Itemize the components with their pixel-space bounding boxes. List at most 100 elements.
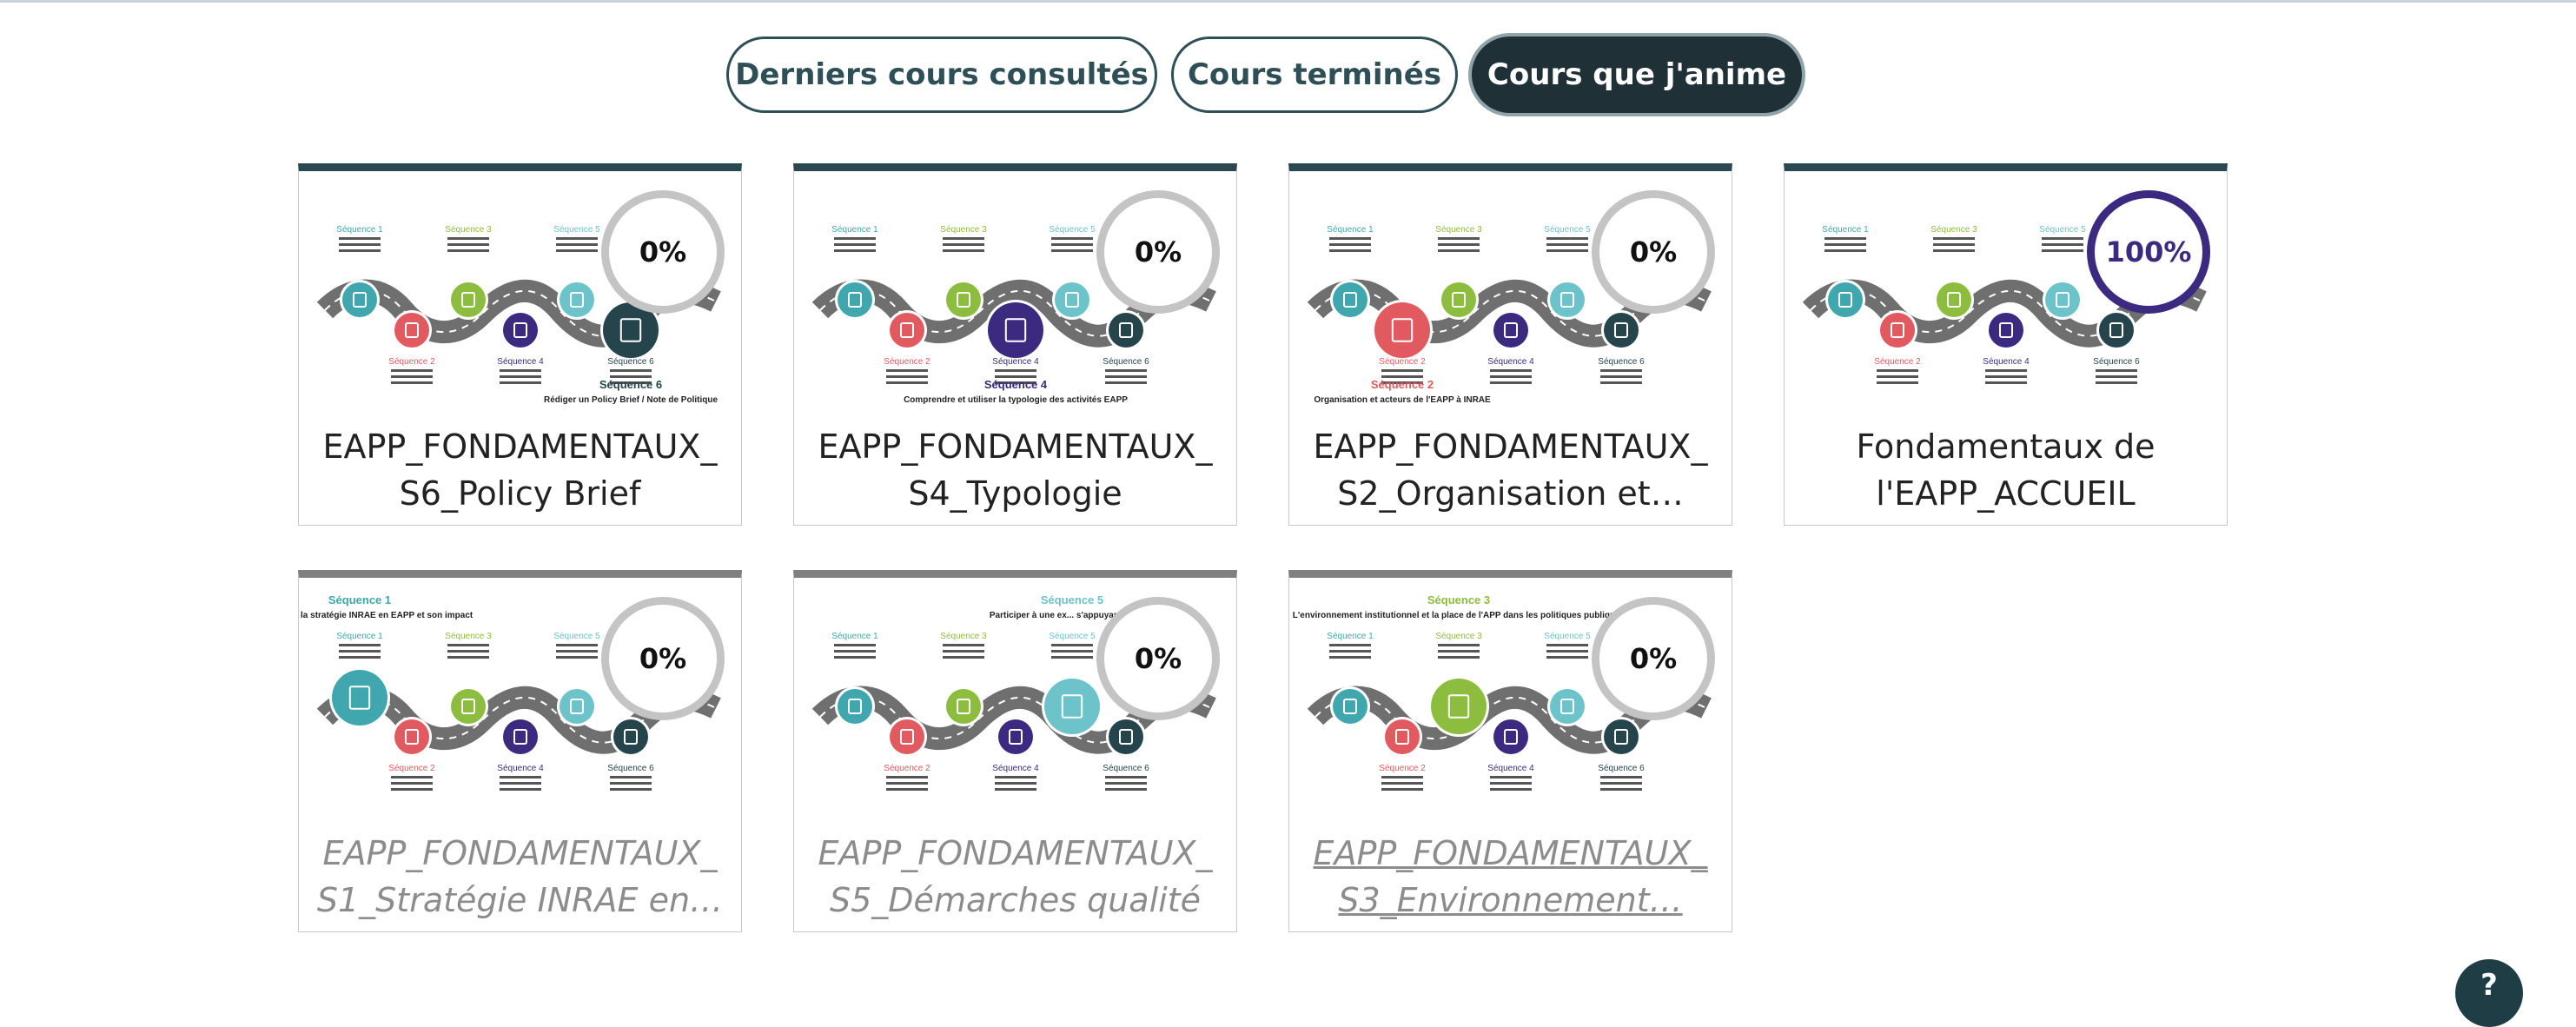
sequence-node — [1880, 313, 1915, 348]
sequence-node — [1374, 302, 1430, 358]
sequence-label: Séquence 6 — [1103, 357, 1149, 367]
sequence-desc-line — [447, 249, 489, 252]
sequence-node — [1109, 719, 1143, 754]
sequence-icon — [1395, 729, 1409, 745]
sequence-label: Séquence 4 — [497, 764, 544, 773]
sequence-desc-line — [391, 782, 433, 785]
sequence-desc-line — [1490, 375, 1532, 378]
sequence-node — [988, 302, 1043, 358]
sequence-icon — [2109, 322, 2123, 338]
sequence-desc-line — [995, 369, 1036, 372]
sequence-desc-line — [1051, 644, 1093, 646]
sequence-desc-line — [1546, 237, 1588, 240]
course-title[interactable]: EAPP_FONDAMENTAUX_ S6_Policy Brief — [316, 423, 724, 520]
sequence-icon — [1009, 729, 1023, 745]
sequence-node — [838, 282, 872, 317]
sequence-desc-line — [339, 650, 381, 653]
sequence-desc-line — [447, 237, 489, 240]
sequence-node — [603, 302, 659, 358]
sequence-node — [1055, 282, 1089, 317]
sequence-desc-line — [1546, 656, 1588, 659]
sequence-desc-line — [1600, 381, 1642, 384]
sequence-desc-line — [1381, 788, 1423, 791]
sequence-label: Séquence 6 — [1103, 764, 1149, 773]
sequence-icon — [1838, 292, 1852, 308]
sequence-desc-line — [943, 249, 984, 252]
sequence-icon — [900, 322, 914, 338]
sequence-desc-line — [339, 243, 381, 246]
course-title[interactable]: EAPP_FONDAMENTAUX_ S1_Stratégie INRAE en… — [316, 830, 724, 927]
course-title-line2: S3_Environnement… — [1338, 881, 1683, 919]
sequence-desc-line — [1381, 782, 1423, 785]
sequence-desc-line — [1985, 369, 2027, 372]
sequence-label: Séquence 6 — [2093, 357, 2140, 367]
sequence-label: Séquence 3 — [445, 225, 492, 235]
sequence-desc-line — [556, 243, 598, 246]
sequence-desc-line — [610, 369, 652, 372]
sequence-desc-line — [1329, 237, 1371, 240]
sequence-icon — [348, 686, 371, 710]
sequence-desc-line — [1438, 650, 1480, 653]
sequence-desc-line — [1051, 650, 1093, 653]
sequence-icon — [1452, 292, 1466, 308]
sequence-desc-line — [1438, 249, 1480, 252]
sequence-node — [451, 689, 486, 724]
sequence-label: Séquence 6 — [1598, 357, 1645, 367]
course-title-line2: S6_Policy Brief — [399, 474, 641, 513]
course-title[interactable]: EAPP_FONDAMENTAUX_ S3_Environnement… — [1307, 830, 1714, 927]
sequence-label: Séquence 4 — [1487, 764, 1534, 773]
sequence-desc-line — [1933, 243, 1975, 246]
sequence-icon — [1343, 699, 1357, 714]
sequence-desc-line — [1933, 249, 1975, 252]
sequence-label: Séquence 3 — [940, 225, 987, 235]
sequence-desc-line — [943, 243, 984, 246]
course-title[interactable]: EAPP_FONDAMENTAUX_ S5_Démarches qualité — [811, 830, 1219, 927]
sequence-desc-line — [834, 644, 876, 646]
sequence-desc-line — [1438, 656, 1480, 659]
sequence-label: Séquence 3 — [1930, 225, 1977, 235]
sequence-desc-line — [1381, 369, 1423, 372]
sequence-desc-line — [1877, 381, 1918, 384]
sequence-desc-line — [610, 782, 652, 785]
sequence-desc-line — [556, 650, 598, 653]
sequence-desc-line — [1824, 243, 1866, 246]
sequence-desc-line — [834, 243, 876, 246]
course-title[interactable]: Fondamentaux de l'EAPP_ACCUEIL — [1802, 423, 2209, 520]
sequence-icon — [570, 292, 584, 308]
sequence-desc-line — [2042, 249, 2083, 252]
sequence-desc-line — [1329, 249, 1371, 252]
sequence-desc-line — [610, 381, 652, 384]
sequence-desc-line — [1877, 369, 1918, 372]
sequence-node — [2045, 282, 2080, 317]
help-button[interactable]: ? — [2455, 959, 2523, 1027]
progress-circle: 0% — [601, 597, 725, 720]
road-lane-mark — [1810, 289, 2202, 337]
sequence-desc-line — [556, 644, 598, 646]
sequence-node — [1550, 282, 1585, 317]
sequence-desc-line — [391, 369, 433, 372]
sequence-desc-line — [1546, 243, 1588, 246]
course-title[interactable]: EAPP_FONDAMENTAUX_ S2_Organisation et… — [1307, 423, 1714, 520]
sequence-node — [946, 689, 981, 724]
sequence-label: Séquence 5 — [1544, 632, 1591, 641]
sequence-node — [1044, 679, 1100, 734]
sequence-label: Séquence 2 — [388, 764, 435, 773]
sequence-label: Séquence 1 — [831, 632, 878, 641]
sequence-node — [503, 719, 538, 754]
tab-recent-courses[interactable]: Derniers cours consultés — [726, 36, 1157, 113]
sequence-desc-line — [1933, 237, 1975, 240]
course-title[interactable]: EAPP_FONDAMENTAUX_ S4_Typologie — [811, 423, 1219, 520]
tab-courses-i-lead[interactable]: Cours que j'anime — [1472, 36, 1802, 113]
tab-completed-courses[interactable]: Cours terminés — [1171, 36, 1458, 113]
sequence-desc-line — [995, 776, 1036, 779]
sequence-label: Séquence 4 — [1983, 357, 2030, 367]
sequence-desc-line — [886, 369, 928, 372]
